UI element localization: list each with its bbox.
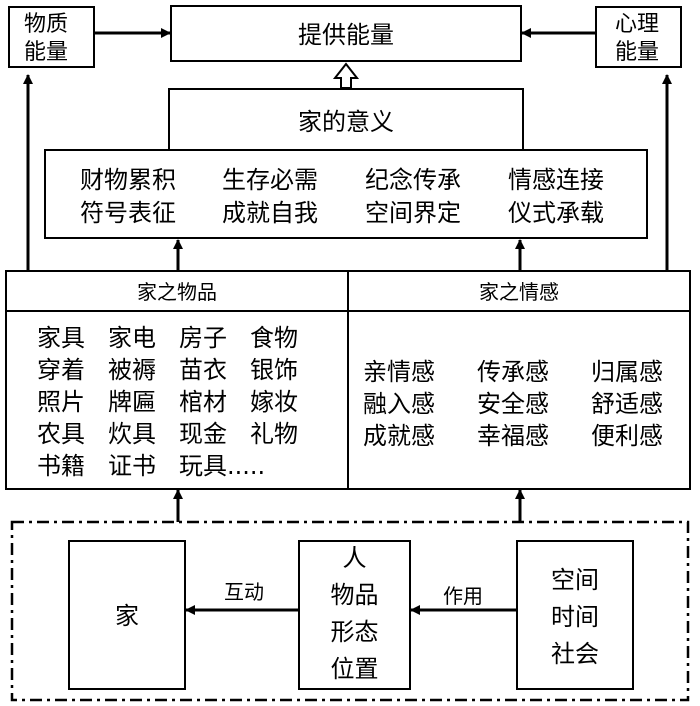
provide-energy-title: 提供能量 (298, 21, 394, 49)
item-cell: 银饰 (250, 356, 298, 384)
emotion-cell: 融入感 (363, 390, 435, 418)
act-label: 作用 (443, 584, 483, 608)
psych-energy-line1: 心理 (615, 12, 660, 37)
middle-line: 位置 (330, 655, 379, 683)
emotions-title: 家之情感 (479, 280, 559, 304)
home-label: 家 (115, 602, 139, 630)
base-container-dashed (10, 520, 690, 702)
psych-energy-box: 心理 能量 (595, 6, 682, 68)
meaning-item: 空间界定 (365, 199, 461, 227)
middle-line: 形态 (330, 618, 379, 646)
meaning-item: 符号表征 (80, 199, 176, 227)
meaning-item: 情感连接 (508, 166, 604, 194)
emotions-box: 亲情感 传承感 归属感 融入感 安全感 舒适感 成就感 幸福感 便利感 (347, 310, 691, 490)
item-cell: 房子 (179, 324, 227, 352)
item-cell: 证书 (108, 452, 156, 480)
item-cell: 苗衣 (179, 356, 227, 384)
emotion-cell: 传承感 (477, 358, 549, 386)
item-cell: 家电 (108, 324, 156, 352)
material-energy-box: 物质 能量 (8, 6, 95, 68)
item-cell: 被褥 (108, 356, 156, 384)
provide-energy-box: 提供能量 (170, 5, 522, 62)
item-cell: 炊具 (108, 420, 156, 448)
item-cell: 玩具..... (179, 452, 266, 480)
items-header-box: 家之物品 (5, 270, 349, 312)
emotion-cell: 幸福感 (477, 422, 549, 450)
item-cell: 嫁妆 (250, 388, 298, 416)
material-energy-line2: 能量 (24, 40, 69, 65)
meaning-item: 仪式承载 (508, 199, 604, 227)
item-cell: 农具 (37, 420, 85, 448)
emotion-cell: 安全感 (477, 390, 549, 418)
right-line: 空间 (551, 566, 599, 594)
home-box: 家 (68, 540, 186, 690)
hollow-arrow-meaning-to-energy (332, 62, 360, 89)
item-cell: 家具 (37, 324, 85, 352)
meaning-title-box: 家的意义 (168, 88, 524, 151)
middle-line: 物品 (330, 581, 379, 609)
emotion-cell: 便利感 (591, 422, 663, 450)
interact-label: 互动 (224, 580, 264, 604)
item-cell: 穿着 (37, 356, 85, 384)
meaning-item: 生存必需 (222, 166, 318, 194)
middle-line: 人 (342, 544, 367, 572)
right-line: 时间 (551, 603, 599, 631)
emotions-header-box: 家之情感 (347, 270, 691, 312)
item-cell: 牌匾 (108, 388, 156, 416)
item-cell: 礼物 (250, 420, 298, 448)
item-cell: 书籍 (37, 452, 85, 480)
meaning-title: 家的意义 (298, 108, 394, 136)
meaning-item: 纪念传承 (365, 166, 461, 194)
meaning-item: 财物累积 (80, 166, 176, 194)
emotion-cell: 舒适感 (591, 390, 663, 418)
emotion-cell: 成就感 (363, 422, 435, 450)
items-title: 家之物品 (137, 280, 217, 304)
psych-energy-line2: 能量 (615, 40, 660, 65)
right-line: 社会 (551, 640, 599, 668)
person-object-box: 人 物品 形态 位置 (298, 540, 411, 690)
emotion-cell: 归属感 (591, 358, 663, 386)
meaning-item: 成就自我 (222, 199, 318, 227)
items-box: 家具 家电 房子 食物 穿着 被褥 苗衣 银饰 照片 牌匾 棺材 嫁妆 农具 炊… (5, 310, 349, 490)
item-cell: 照片 (37, 388, 85, 416)
item-cell: 食物 (250, 324, 298, 352)
item-cell: 棺材 (179, 388, 227, 416)
item-cell: 现金 (179, 420, 227, 448)
meaning-box: 财物累积 生存必需 纪念传承 情感连接 符号表征 成就自我 空间界定 仪式承载 (44, 149, 648, 239)
emotion-cell: 亲情感 (363, 358, 435, 386)
space-time-society-box: 空间 时间 社会 (516, 540, 634, 690)
material-energy-line1: 物质 (24, 12, 69, 37)
